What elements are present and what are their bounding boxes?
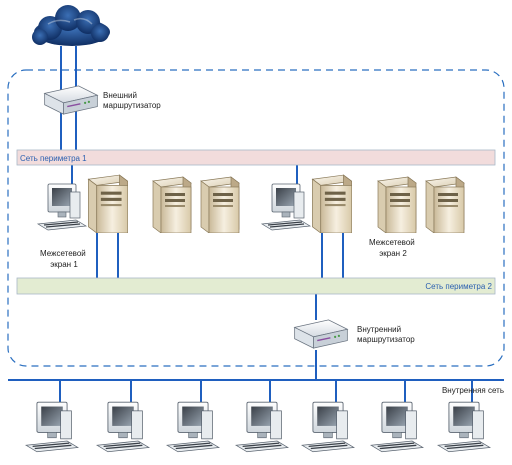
workstation-icon	[25, 401, 79, 453]
perimeter-network-1-band	[16, 149, 496, 166]
external-router-icon	[43, 85, 99, 115]
server-icon	[200, 176, 240, 233]
server-icon	[425, 176, 465, 233]
perimeter-network-2-label: Сеть периметра 2	[425, 282, 492, 291]
workstation-icon	[437, 401, 491, 453]
workstation-icon	[166, 401, 220, 453]
internal-router-label: Внутренний маршрутизатор	[357, 325, 415, 344]
workstation-icon	[96, 401, 150, 453]
internal-network-label: Внутренняя сеть	[442, 386, 504, 395]
workstation-icon	[235, 401, 289, 453]
firewall-1-workstation-icon	[37, 183, 87, 231]
perimeter-boundary	[7, 69, 505, 367]
workstation-icon	[301, 401, 355, 453]
server-icon	[152, 176, 192, 233]
internal-router-icon	[293, 319, 349, 349]
firewall-2-workstation-icon	[261, 183, 311, 231]
firewall-2-label: Межсетевой экран 2	[369, 238, 417, 258]
cloud-icon	[32, 5, 110, 46]
firewall-1-label: Межсетевой экран 1	[40, 249, 88, 269]
firewall-2-server-icon	[311, 174, 352, 233]
perimeter-network-1-label: Сеть периметра 1	[20, 154, 87, 163]
workstation-icon	[370, 401, 424, 453]
external-router-label: Внешний маршрутизатор	[103, 91, 161, 110]
perimeter-network-2-band	[16, 277, 496, 295]
server-icon	[377, 176, 417, 233]
firewall-1-server-icon	[87, 174, 128, 233]
